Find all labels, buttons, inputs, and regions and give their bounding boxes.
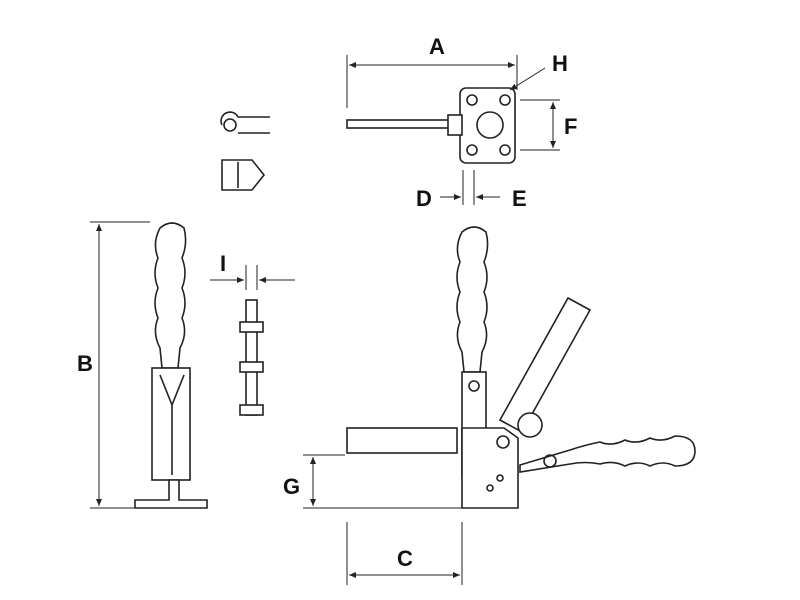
- label-c: C: [397, 546, 413, 571]
- label-a: A: [429, 34, 445, 59]
- label-b: B: [77, 351, 93, 376]
- leader-h: [509, 67, 546, 91]
- label-g: G: [283, 474, 300, 499]
- top-view: [346, 55, 560, 205]
- label-f: F: [564, 114, 577, 139]
- front-view: [90, 221, 295, 509]
- side-view: [303, 226, 696, 585]
- label-i: I: [220, 251, 226, 276]
- label-h: H: [552, 51, 568, 76]
- label-e: E: [512, 186, 527, 211]
- spindle-detail: [220, 111, 270, 191]
- label-d: D: [416, 186, 432, 211]
